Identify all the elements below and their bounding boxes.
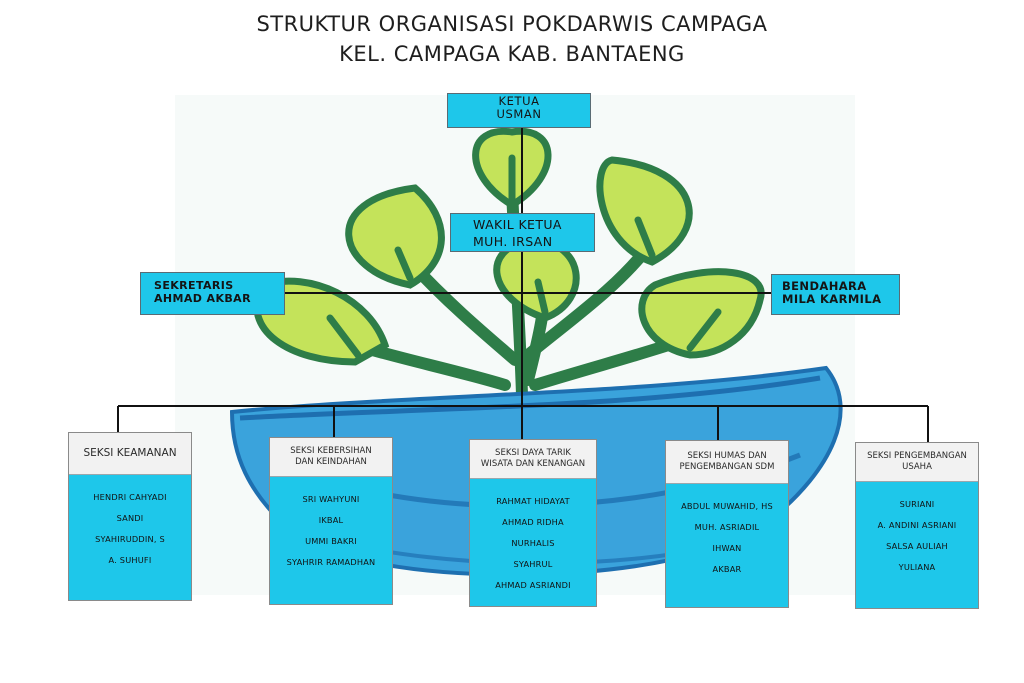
seksi-title-line-1: SEKSI DAYA TARIK [495,447,571,458]
seksi-member: YULIANA [898,562,936,572]
seksi-title-line-1: SEKSI KEBERSIHAN [290,445,372,456]
seksi-header: SEKSI HUMAS DAN PENGEMBANGAN SDM [666,441,788,484]
seksi-title-line-2: DAN KEINDAHAN [295,457,367,467]
leaf-right-upper [596,156,693,266]
wakil-ketua-name: MUH. IRSAN [473,234,553,250]
ketua-box: KETUA USMAN [447,93,591,128]
bendahara-role: BENDAHARA [782,279,867,293]
seksi-member-list: SURIANI A. ANDINI ASRIANI SALSA AULIAH Y… [856,482,978,578]
chart-title-line-1: STRUKTUR ORGANISASI POKDARWIS CAMPAGA [256,12,768,36]
seksi-member: RAHMAT HIDAYAT [496,496,570,506]
seksi-member-list: RAHMAT HIDAYAT AHMAD RIDHA NURHALIS SYAH… [470,479,596,596]
ketua-role: KETUA [498,94,540,108]
leaf-veins [326,154,722,359]
ketua-name: USMAN [496,107,542,122]
seksi-member: SANDI [116,513,144,523]
seksi-member: SYAHIRUDDIN, S [95,534,165,544]
seksi-title-line-2: USAHA [902,462,932,472]
seksi-keamanan-box: SEKSI KEAMANAN HENDRI CAHYADI SANDI SYAH… [68,432,192,601]
seksi-header: SEKSI KEAMANAN [69,433,191,475]
seksi-member: IHWAN [712,543,742,553]
seksi-member: ABDUL MUWAHID, HS [681,501,773,511]
sekretaris-name: AHMAD AKBAR [154,291,251,305]
org-connectors [117,128,929,442]
seksi-daya-tarik-box: SEKSI DAYA TARIK WISATA DAN KENANGAN RAH… [469,439,597,607]
seksi-member: IKBAL [318,515,344,525]
seksi-member-list: SRI WAHYUNI IKBAL UMMI BAKRI SYAHRIR RAM… [270,477,392,573]
wakil-ketua-role: WAKIL KETUA [473,217,562,232]
seksi-humas-box: SEKSI HUMAS DAN PENGEMBANGAN SDM ABDUL M… [665,440,789,608]
seksi-member: AHMAD ASRIANDI [495,580,571,590]
sekretaris-box: SEKRETARIS AHMAD AKBAR [140,272,285,315]
seksi-pengembangan-usaha-box: SEKSI PENGEMBANGAN USAHA SURIANI A. ANDI… [855,442,979,609]
seksi-member: UMMI BAKRI [305,536,357,546]
seksi-title-line-1: SEKSI PENGEMBANGAN [867,450,967,461]
sekretaris-role: SEKRETARIS [154,279,234,292]
seksi-member: MUH. ASRIADIL [694,522,760,532]
seksi-member-list: HENDRI CAHYADI SANDI SYAHIRUDDIN, S A. S… [69,475,191,571]
seksi-member: SYAHRIR RAMADHAN [286,557,376,567]
seksi-member: SURIANI [899,499,935,509]
wakil-ketua-box: WAKIL KETUA MUH. IRSAN [450,213,595,252]
seksi-member: NURHALIS [511,538,555,548]
seksi-member: SALSA AULIAH [886,541,948,551]
seksi-title-line-2: WISATA DAN KENANGAN [480,459,586,469]
seksi-header: SEKSI DAYA TARIK WISATA DAN KENANGAN [470,440,596,479]
chart-title-line-2: KEL. CAMPAGA KAB. BANTAENG [339,42,685,66]
seksi-header: SEKSI PENGEMBANGAN USAHA [856,443,978,482]
seksi-title: SEKSI KEAMANAN [83,446,177,459]
seksi-member: AHMAD RIDHA [502,517,564,527]
seksi-title-line-1: SEKSI HUMAS DAN [687,450,767,461]
leaf-left-upper [345,184,445,289]
seksi-member: AKBAR [712,564,742,574]
seksi-member: HENDRI CAHYADI [93,492,167,502]
seksi-member: A. ANDINI ASRIANI [877,520,957,530]
bendahara-name: MILA KARMILA [782,292,882,307]
seksi-kebersihan-box: SEKSI KEBERSIHAN DAN KEINDAHAN SRI WAHYU… [269,437,393,605]
seksi-member: SRI WAHYUNI [302,494,360,504]
seksi-member: A. SUHUFI [108,555,152,565]
seksi-header: SEKSI KEBERSIHAN DAN KEINDAHAN [270,438,392,477]
seksi-member-list: ABDUL MUWAHID, HS MUH. ASRIADIL IHWAN AK… [666,484,788,580]
seksi-title-line-2: PENGEMBANGAN SDM [679,462,775,472]
bendahara-box: BENDAHARA MILA KARMILA [771,274,900,315]
seksi-member: SYAHRUL [513,559,553,569]
